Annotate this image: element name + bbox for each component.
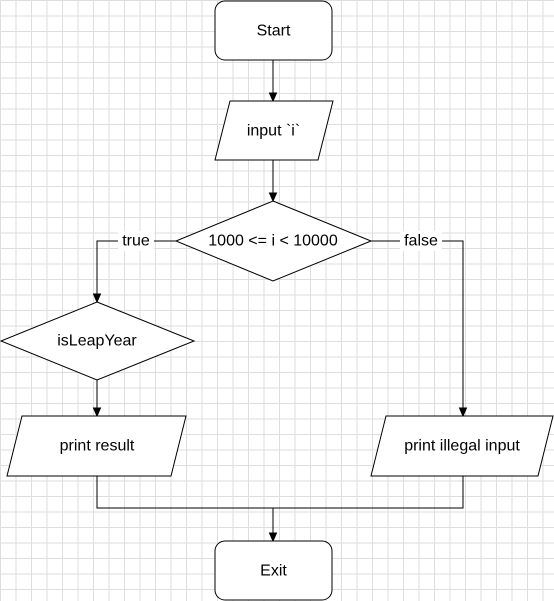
print-result-node[interactable]: print result [6,415,187,477]
edge-input-to-condition [268,160,278,203]
edge-leap-check-to-print-result [92,380,102,418]
print-illegal-node[interactable]: print illegal input [370,415,554,477]
print-result-node-label: print result [60,438,135,455]
print-illegal-node-label: print illegal input [404,438,520,455]
edge-start-to-input [268,60,278,103]
edge-condition-to-print-illegal [371,240,468,418]
edge-label-false: false [400,231,442,251]
condition-node[interactable]: 1000 <= i < 10000 [174,200,373,282]
exit-node[interactable]: Exit [214,540,333,601]
input-node[interactable]: input `i` [214,100,334,161]
start-node[interactable]: Start [214,0,333,61]
edge-label-true: true [118,231,154,251]
leap-check-node-label: isLeapYear [57,333,137,350]
edge-label-false-text: false [404,233,438,250]
input-node-label: input `i` [247,123,300,140]
condition-node-label: 1000 <= i < 10000 [208,233,338,250]
start-node-label: Start [257,23,291,40]
edge-label-true-text: true [122,233,150,250]
leap-check-node[interactable]: isLeapYear [0,301,196,381]
exit-node-label: Exit [260,563,287,580]
edge-merge-to-exit [96,476,464,543]
